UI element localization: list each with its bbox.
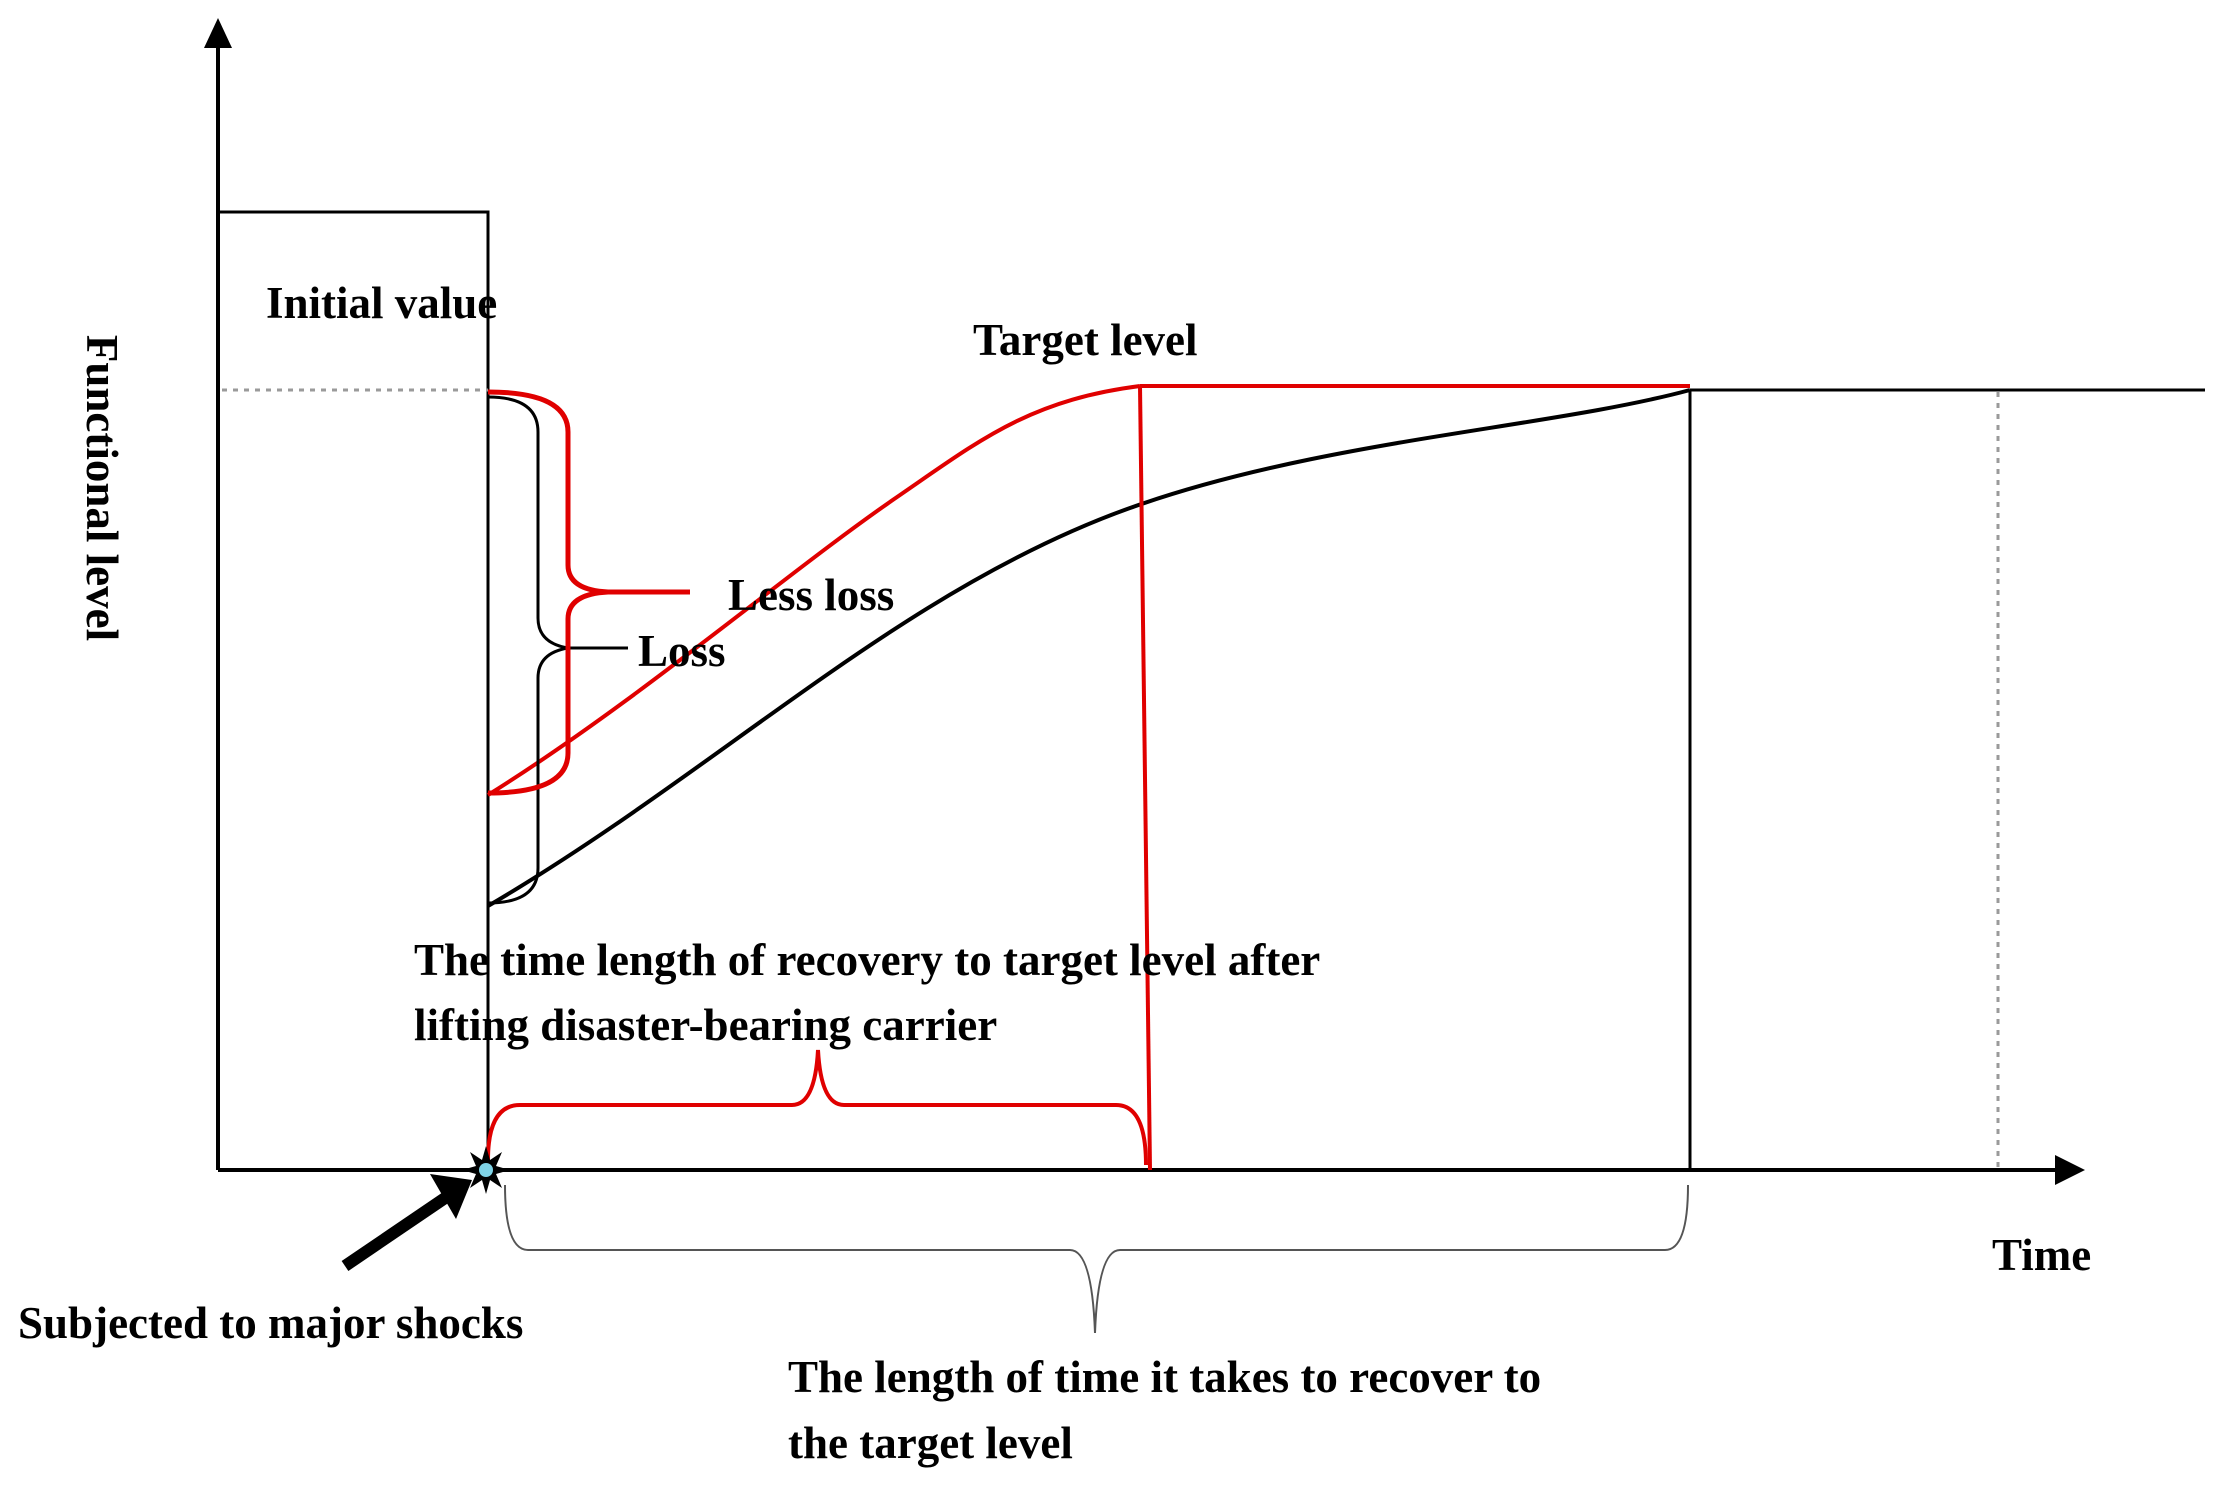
loss-label: Loss bbox=[638, 626, 726, 676]
shock-star-icon bbox=[462, 1146, 510, 1194]
initial-value-step bbox=[218, 210, 490, 1170]
lifted-recovery-time-label-line1: The time length of recovery to target le… bbox=[414, 935, 1320, 985]
y-axis-label: Functional level bbox=[77, 335, 127, 641]
loss-brace bbox=[487, 395, 628, 905]
less-loss-label: Less loss bbox=[728, 570, 894, 620]
improved-recovery-curve bbox=[486, 384, 1141, 797]
initial-value-label: Initial value bbox=[266, 278, 497, 328]
lifted-recovery-time-label-line2: lifting disaster-bearing carrier bbox=[414, 1000, 997, 1050]
target-level-label: Target level bbox=[973, 315, 1198, 365]
shock-event-label: Subjected to major shocks bbox=[18, 1298, 523, 1348]
lifted-recovery-time-brace bbox=[486, 1049, 1148, 1166]
y-axis bbox=[204, 18, 232, 1170]
shock-arrow bbox=[341, 1174, 472, 1271]
baseline-recovery-curve bbox=[486, 388, 1691, 908]
x-axis bbox=[218, 1155, 2085, 1185]
recovery-time-brace bbox=[504, 1184, 1689, 1334]
recovery-time-label-line2: the target level bbox=[788, 1418, 1073, 1468]
recovery-time-label-line1: The length of time it takes to recover t… bbox=[788, 1352, 1541, 1402]
less-loss-brace bbox=[487, 389, 690, 796]
improved-recovery-end-line bbox=[1138, 385, 1152, 1171]
x-axis-label: Time bbox=[1992, 1230, 2091, 1280]
